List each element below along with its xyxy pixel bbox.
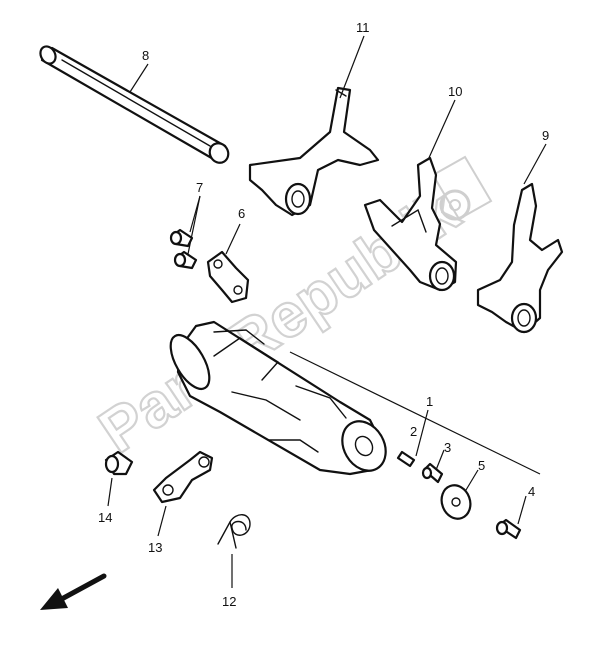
callout-3: 3 (444, 440, 451, 455)
part-4-screw (495, 518, 522, 540)
part-8-shift-shaft (39, 45, 230, 164)
callout-5: 5 (478, 458, 485, 473)
callout-7: 7 (196, 180, 203, 195)
part-1-shift-drum (169, 320, 387, 476)
arrow-down-left-icon (40, 573, 107, 610)
part-3-pin (421, 462, 444, 484)
part-5-washer (440, 484, 472, 520)
part-14-bolt (104, 450, 134, 476)
callout-labels: 8 11 10 9 7 6 1 2 3 5 4 14 13 12 (98, 20, 549, 609)
callout-14: 14 (98, 510, 112, 525)
part-6-stopper-plate (206, 250, 250, 304)
callout-10: 10 (448, 84, 462, 99)
leader-lines (107, 35, 547, 588)
callout-8: 8 (142, 48, 149, 63)
callout-1: 1 (426, 394, 433, 409)
gear-icon (431, 155, 493, 221)
part-12-spring (217, 514, 251, 549)
part-13-stopper-lever (152, 450, 214, 504)
callout-2: 2 (410, 424, 417, 439)
callout-6: 6 (238, 206, 245, 221)
callout-9: 9 (542, 128, 549, 143)
callout-4: 4 (528, 484, 535, 499)
callout-12: 12 (222, 594, 236, 609)
part-11-shift-fork (248, 86, 380, 217)
callout-11: 11 (356, 20, 370, 35)
part-2-pin (396, 450, 416, 468)
part-9-shift-fork (476, 182, 564, 334)
callout-13: 13 (148, 540, 162, 555)
part-10-shift-fork (363, 156, 458, 292)
